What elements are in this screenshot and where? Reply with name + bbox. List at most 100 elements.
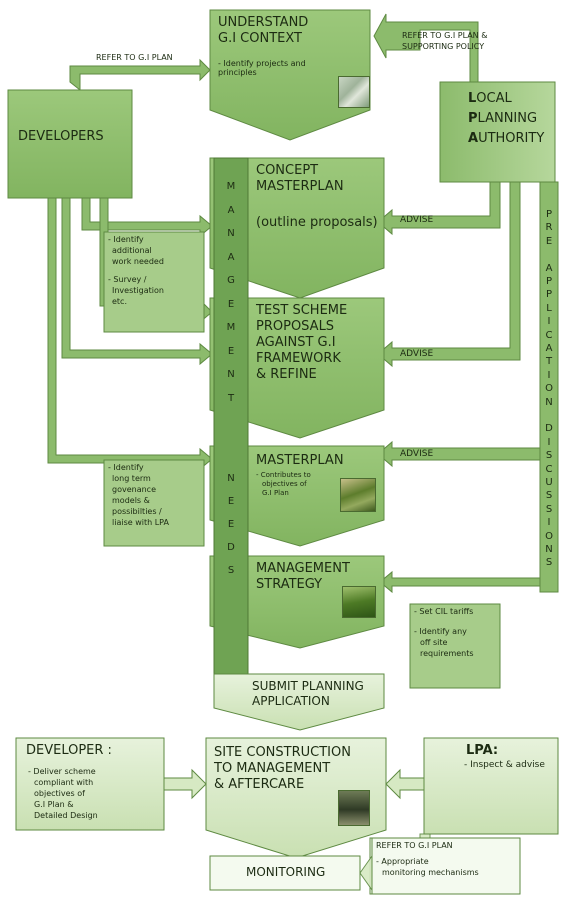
lpa-box [439,81,556,183]
identify-additional-l2: additional [112,246,152,255]
developer-n5: Detailed Design [34,811,98,820]
lpa-l2-initial: P [468,111,478,126]
lpa-l1-initial: L [468,91,477,106]
developers-top-arrow [69,58,211,92]
pre-app-letter: P [545,289,553,301]
lpa-advise-3-arrow [377,440,541,468]
pre-app-letter: N [545,544,553,555]
pre-app-letter: P [545,209,553,220]
management-letter: E [227,298,235,310]
monitoring-label: MONITORING [246,865,326,879]
management-letter: T [227,392,235,404]
lpa-label-1: LOCAL [468,91,512,107]
management-letter: A [227,204,235,216]
pre-app-letter: O [545,530,553,542]
developers-box [7,89,133,199]
gov-l5: possibilties / [112,507,162,516]
pre-app-letter: P [545,276,553,287]
lpa-to-site [385,768,425,800]
masterplan-photo [340,478,376,512]
management-letter: M [226,181,236,192]
lpa-l2-rest: LANNING [477,111,538,126]
pre-app-letter: R [545,222,553,234]
pre-app-letter: N [545,396,553,408]
pre-app-letter: L [546,302,552,314]
developer-n4: G.I Plan & [34,800,74,809]
pre-app-letter: A [545,343,553,354]
developer-n3: objectives of [34,789,85,798]
lpa-l3-rest: UTHORITY [478,131,545,146]
test-l5: & REFINE [256,367,317,382]
site-shape [205,737,387,859]
pre-app-letter: I [547,316,551,328]
gov-l4: models & [112,496,150,505]
understand-note: - Identify projects and principles [218,59,306,77]
mgmt-needs-column [213,157,249,689]
concept-sub: (outline proposals) [256,215,378,230]
developer-n1: - Deliver scheme [28,767,96,776]
test-l2: PROPOSALS [256,319,335,334]
masterplan-title: MASTERPLAN [256,453,344,468]
test-l4: FRAMEWORK [256,351,341,366]
lpa-box-note: - Inspect & advise [464,760,545,770]
management-letter: G [227,275,235,286]
pre-app-letter: S [545,490,553,502]
test-shape [209,297,385,439]
lpa-label-2: PLANNING [468,111,538,127]
pre-app-letter: I [547,369,551,381]
lpa-refer-arrow [373,13,479,91]
identify-additional-l6: etc. [112,297,127,306]
management-letter: N [227,228,235,239]
management-letter: A [227,251,235,263]
identify-additional-l1: - Identify [108,235,144,244]
pre-app-letter: T [545,356,553,368]
mgmt-strategy-l2: STRATEGY [256,577,323,592]
management-letter: N [227,369,235,380]
refer-bottom-l3: monitoring mechanisms [382,868,479,877]
pre-app-letter: S [545,503,553,515]
masterplan-n3: G.I Plan [262,489,289,497]
site-l3: & AFTERCARE [214,777,305,792]
pre-app-letter: C [545,329,553,341]
strategy-photo [342,586,376,618]
dev-to-test [61,197,213,366]
identify-additional-l4: - Survey / [108,275,147,284]
pre-app-letter: O [545,383,553,395]
pre-app-letter: C [545,463,553,475]
understand-title-2: G.I CONTEXT [218,31,302,46]
developer-box [15,737,165,831]
concept-title-1: CONCEPT [256,163,319,178]
submit-l1: SUBMIT PLANNING [252,679,364,693]
developers-label: DEVELOPERS [18,129,104,144]
test-l1: TEST SCHEME [256,303,348,318]
needs-letter: N [227,473,235,484]
concept-shape [209,157,385,299]
submit-l2: APPLICATION [252,694,330,708]
mgmt-strategy-shape [209,555,385,649]
lpa-advise-2-arrow [377,181,521,368]
pre-app-letter: S [545,450,553,462]
gov-l2: long term [112,474,151,483]
needs-letter: D [227,542,235,553]
monitoring-box [209,855,361,891]
cil-box [409,603,501,689]
identify-additional-box [103,231,205,333]
map-photo [338,76,370,108]
developer-n2: compliant with [34,778,94,787]
needs-letter: E [227,519,235,530]
refer-bottom-l2: - Appropriate [376,857,429,866]
identify-governance-box [103,459,205,547]
advise-2: ADVISE [400,349,434,359]
test-l3: AGAINST G.I [256,335,336,350]
refer-bottom-l1: REFER TO G.I PLAN [376,841,453,850]
cil-l3: off site [420,638,448,647]
developer-to-site [163,768,207,800]
lpa-label-3: AUTHORITY [468,131,545,147]
masterplan-n1: - Contributes to [256,471,311,479]
pre-app-letter: A [545,262,553,274]
lpa-box-title: LPA: [466,743,499,758]
cil-l4: requirements [420,649,474,658]
gov-l1: - Identify [108,463,144,472]
gov-l6: liaise with LPA [112,518,169,527]
